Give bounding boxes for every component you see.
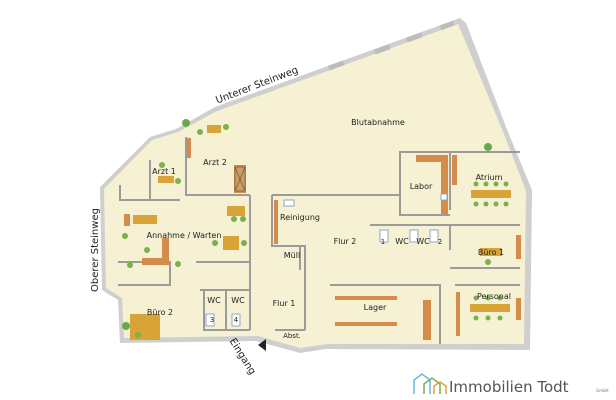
wc-label-left-2: WC [231,296,245,305]
sanitary-fixtures [205,193,448,327]
logo-house-icon [413,373,431,394]
room-label-abst: Abst. [283,332,301,340]
wc-number-left-2: 4 [234,316,239,324]
wc-label-right-2: WC [416,237,430,246]
room-label-reinigung: Reinigung [280,213,320,222]
room-label-buero1: Büro 1 [478,248,504,257]
room-label-flur2: Flur 2 [334,237,357,246]
room-label-atrium: Atrium [476,173,503,182]
room-label-labor: Labor [410,182,433,191]
wc-number-right-1: 1 [381,238,385,246]
wc-number-left-1: 3 [210,316,214,324]
room-label-buero2: Büro 2 [147,308,173,317]
chairs [122,124,509,338]
wc-label-left-1: WC [207,296,221,305]
room-label-muell: Müll [284,251,300,260]
company-logo: Immobilien Todt GmbH [413,373,609,396]
room-label-blutabnahme: Blutabnahme [351,118,405,127]
windows [327,20,455,71]
counters [124,138,521,340]
building-floor [104,24,526,348]
tables [130,125,511,340]
room-label-personal: Personal [477,292,511,301]
wc-label-right-1: WC [395,237,409,246]
entrance-label: Eingang [227,337,258,377]
room-label-lager: Lager [364,303,387,312]
room-label-arzt1: Arzt 1 [152,167,176,176]
logo-name: Immobilien Todt [449,378,569,396]
plants [122,119,492,330]
wc-number-right-2: 2 [438,238,442,246]
interior-walls [118,137,520,344]
stairs [234,166,246,192]
logo-suffix: GmbH [596,388,609,393]
room-label-annahme: Annahme / Warten [147,231,222,240]
entrance-arrow-icon [258,339,266,351]
street-label-left: Oberer Steinweg [90,208,101,292]
room-label-flur1: Flur 1 [273,299,296,308]
room-label-arzt2: Arzt 2 [203,158,227,167]
